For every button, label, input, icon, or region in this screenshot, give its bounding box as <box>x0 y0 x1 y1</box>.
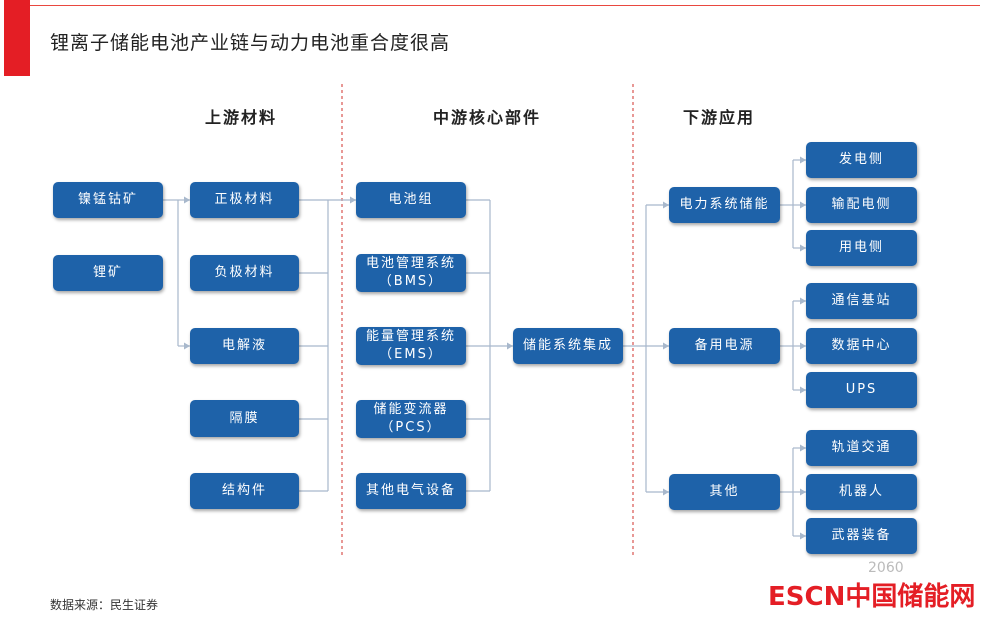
top-rule <box>30 5 980 6</box>
watermark: 2060 <box>868 560 904 576</box>
node-grid-side: 输配电侧 <box>806 187 917 223</box>
page-title: 锂离子储能电池产业链与动力电池重合度很高 <box>50 32 451 54</box>
section-title-upstream: 上游材料 <box>205 108 278 127</box>
node-data-center: 数据中心 <box>806 328 917 364</box>
node-robot: 机器人 <box>806 474 917 510</box>
title-accent-bar <box>4 0 30 76</box>
node-electrolyte: 电解液 <box>190 328 299 364</box>
node-anode: 负极材料 <box>190 255 299 291</box>
node-ems: 能量管理系统（EMS） <box>356 327 466 365</box>
escn-logo: ESCN中国储能网 <box>768 582 976 612</box>
node-others: 其他 <box>669 474 780 510</box>
arrow-to-integration <box>507 342 513 350</box>
node-lithium-ore: 锂矿 <box>53 255 163 291</box>
node-structural-parts: 结构件 <box>190 473 299 509</box>
node-cathode: 正极材料 <box>190 182 299 218</box>
data-source-note: 数据来源：民生证券 <box>50 598 159 612</box>
section-title-midstream: 中游核心部件 <box>433 108 542 127</box>
node-power-system-storage: 电力系统储能 <box>669 187 780 223</box>
arrow-to-battery-pack <box>350 196 356 204</box>
node-bms: 电池管理系统（BMS） <box>356 254 466 292</box>
arrow-to-cathode <box>184 196 190 204</box>
arrow-to-others <box>663 488 669 496</box>
section-title-downstream: 下游应用 <box>683 108 756 127</box>
node-other-electrical: 其他电气设备 <box>356 473 466 509</box>
node-user-side: 用电侧 <box>806 230 917 266</box>
arrow-to-electrolyte <box>184 342 190 350</box>
node-backup-power: 备用电源 <box>669 328 780 364</box>
node-battery-pack: 电池组 <box>356 182 466 218</box>
node-rail-transit: 轨道交通 <box>806 430 917 466</box>
node-weapon-equipment: 武器装备 <box>806 518 917 554</box>
node-ups: UPS <box>806 372 917 408</box>
arrow-to-backup <box>663 342 669 350</box>
node-pcs: 储能变流器（PCS） <box>356 400 466 438</box>
node-separator: 隔膜 <box>190 400 299 437</box>
node-telecom-base-station: 通信基站 <box>806 283 917 319</box>
node-generation-side: 发电侧 <box>806 142 917 178</box>
node-system-integration: 储能系统集成 <box>513 328 623 364</box>
node-ni-mn-co-ore: 镍锰钴矿 <box>53 182 163 218</box>
arrow-to-power-storage <box>663 201 669 209</box>
